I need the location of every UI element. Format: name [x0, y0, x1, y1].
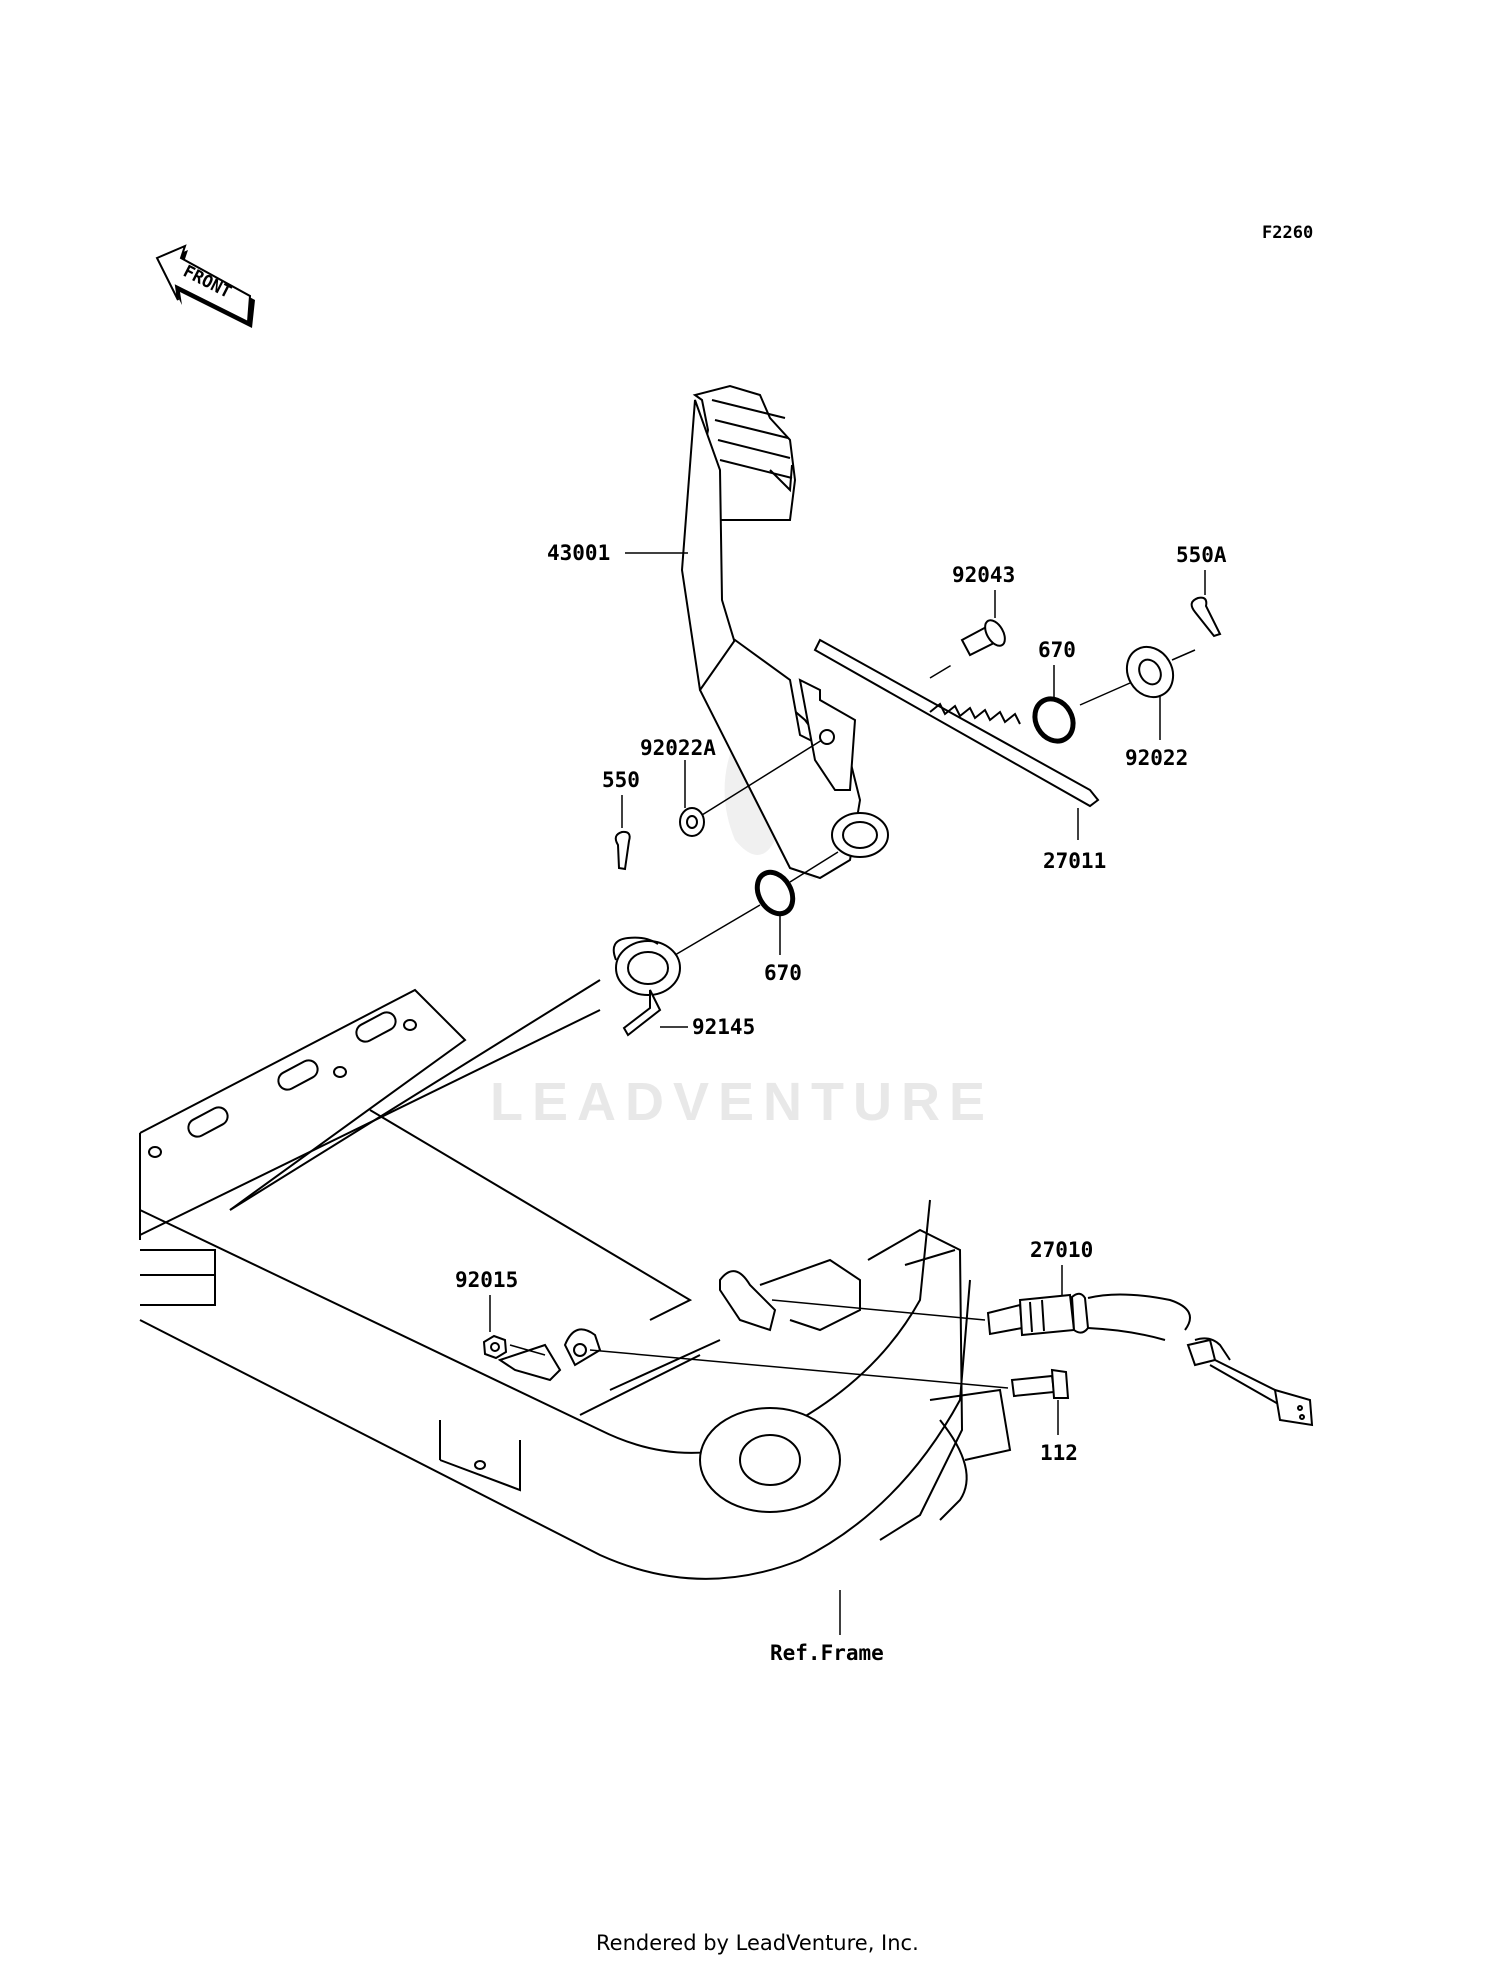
brake-pedal-43001 [680, 384, 889, 880]
brake-light-switch-27010 [986, 1292, 1314, 1427]
diagram-code: F2260 [1262, 223, 1313, 243]
washer-92022A [679, 807, 705, 837]
o-ring-670-upper [1032, 696, 1076, 744]
washer-92022 [1125, 645, 1175, 699]
footer-credit: Rendered by LeadVenture, Inc. [596, 1931, 919, 1955]
bolt-112 [1010, 1368, 1070, 1399]
brake-rod-27011 [813, 638, 1100, 808]
cotter-pin-550 [614, 830, 631, 871]
reference-frame [139, 979, 1012, 1580]
label-92145: 92145 [692, 1015, 755, 1039]
label-550: 550 [602, 768, 640, 792]
cotter-pin-550A [1190, 596, 1222, 638]
label-92022A: 92022A [640, 736, 716, 760]
label-92022: 92022 [1125, 746, 1188, 770]
axis-92022 [1079, 682, 1131, 706]
label-92015: 92015 [455, 1268, 518, 1292]
label-670-lower: 670 [764, 961, 802, 985]
label-92043: 92043 [952, 563, 1015, 587]
axis-92015 [509, 1344, 546, 1356]
axis-27010 [771, 1299, 986, 1321]
label-27010: 27010 [1030, 1238, 1093, 1262]
rod-spring-icon [929, 702, 1021, 725]
axis-92145 [674, 904, 761, 956]
clevis-pin-92043 [960, 619, 1006, 657]
front-arrow-icon: FRONT [155, 244, 255, 328]
label-27011: 27011 [1043, 849, 1106, 873]
watermark-text: LEADVENTURE [490, 1072, 994, 1132]
o-ring-670-lower [754, 869, 796, 917]
axis-92022A [701, 739, 823, 816]
axis-92043 [929, 659, 961, 679]
axis-550A [1171, 649, 1196, 661]
nut-92015 [482, 1334, 508, 1360]
label-43001: 43001 [547, 541, 610, 565]
label-ref-frame: Ref.Frame [770, 1641, 884, 1665]
axis-670-lower-pivot [789, 851, 839, 883]
label-550A: 550A [1176, 543, 1227, 567]
return-spring-92145 [612, 936, 681, 1037]
label-112: 112 [1040, 1441, 1078, 1465]
axis-112 [589, 1349, 1009, 1389]
label-670-upper: 670 [1038, 638, 1076, 662]
leadventure-watermark: LEADVENTURE [490, 720, 994, 1132]
